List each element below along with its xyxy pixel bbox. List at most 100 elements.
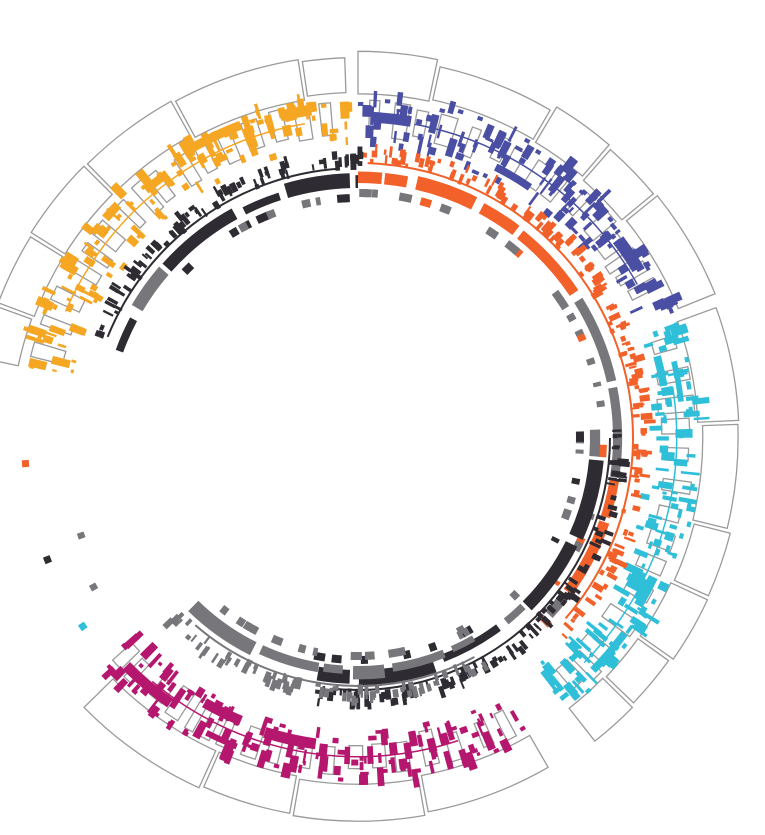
blue-tick — [617, 263, 629, 275]
dark-right-tick — [316, 698, 321, 707]
orange-inner-block — [598, 444, 607, 458]
blue-block — [373, 112, 412, 127]
cyan-dot — [658, 583, 665, 591]
dark-left-tick — [94, 329, 101, 338]
magenta-tick — [157, 661, 163, 667]
grey-bottom-tick — [434, 677, 440, 686]
magenta-tick — [333, 765, 341, 776]
cyan-tick — [672, 335, 690, 346]
dark-right-tick — [517, 645, 527, 656]
magenta-tick — [388, 759, 395, 765]
dark-left-inner-block — [315, 196, 322, 206]
dark-left-tick — [280, 173, 286, 179]
dark-right-band — [503, 603, 526, 625]
orange-tick — [534, 210, 546, 223]
cyan-tick — [647, 517, 657, 523]
grey-bottom-tick — [184, 618, 193, 627]
magenta-tick — [381, 728, 389, 739]
magenta-dot — [196, 729, 204, 736]
blue-tick — [560, 155, 579, 175]
outline-panel — [692, 423, 739, 530]
magenta-dot — [471, 748, 479, 754]
yellow-tick — [125, 234, 140, 248]
cyan-dot — [686, 521, 692, 528]
yellow-tick — [339, 101, 350, 119]
yellow-tick — [92, 296, 100, 304]
blue-tick — [606, 243, 613, 249]
magenta-tick — [318, 743, 328, 758]
yellow-tick — [70, 369, 75, 374]
scatter-mark — [21, 459, 30, 468]
grey-bottom-band — [259, 645, 320, 673]
dark-right-tick — [567, 576, 579, 586]
blue-tick — [497, 140, 512, 159]
dark-left-tick — [235, 181, 243, 189]
grey-bottom-band — [322, 663, 343, 674]
magenta-tick — [459, 725, 469, 735]
blue-dot — [384, 99, 391, 104]
grey-bottom-tick — [210, 652, 219, 664]
blue-tick — [457, 131, 466, 148]
outline-box — [145, 169, 177, 204]
yellow-tick — [211, 156, 222, 168]
dark-right-tick — [438, 685, 447, 699]
colored-tracks — [22, 90, 710, 788]
grey-bottom-tick — [281, 682, 290, 691]
orange-tick — [388, 146, 393, 158]
grey-bottom-inner-block — [270, 634, 284, 647]
cyan-tick — [549, 674, 565, 692]
magenta-tick — [297, 764, 303, 774]
orange-tick — [383, 149, 387, 155]
magenta-block — [263, 727, 317, 750]
yellow-tick — [149, 198, 156, 206]
grey-bottom-inner-block — [297, 643, 307, 654]
cyan-tick — [664, 544, 671, 554]
cyan-dot — [642, 612, 649, 619]
blue-tick — [426, 142, 432, 157]
dark-right-tick — [314, 689, 321, 695]
outline-panel — [0, 307, 33, 367]
dark-right-tick — [502, 655, 508, 662]
dark-right-tick — [594, 529, 604, 538]
magenta-tick — [359, 762, 364, 771]
outline-box — [417, 728, 441, 767]
blue-tick — [584, 188, 602, 206]
magenta-tick — [279, 723, 287, 729]
cyan-tick — [568, 635, 583, 650]
yellow-dot — [156, 171, 163, 178]
dark-right-tick — [508, 650, 517, 661]
cyan-tick — [623, 603, 639, 615]
outline-panel — [625, 194, 716, 310]
blue-dot — [644, 260, 651, 268]
magenta-tick — [146, 699, 159, 714]
cyan-tick — [617, 596, 627, 607]
dark-right-tick — [607, 476, 618, 482]
yellow-tick — [91, 226, 100, 236]
grey-bottom-tick — [184, 633, 192, 641]
cyan-tick — [574, 674, 584, 684]
dark-left-tick — [168, 230, 174, 236]
blue-tick — [642, 261, 651, 272]
outline-panel — [676, 306, 740, 423]
cyan-tick — [623, 562, 644, 578]
blue-tick — [471, 141, 479, 153]
cyan-tick — [626, 572, 644, 588]
dark-left-band — [355, 175, 358, 189]
dark-left-tick — [311, 164, 315, 171]
cyan-tick — [678, 434, 684, 439]
cyan-dot — [684, 356, 690, 363]
cyan-dot — [688, 406, 693, 413]
yellow-tick — [268, 152, 278, 162]
magenta-tick — [471, 731, 480, 739]
orange-tick — [640, 427, 648, 434]
grey-bottom-tick — [267, 681, 271, 686]
cyan-tick — [607, 617, 618, 627]
dark-left-tick — [163, 240, 170, 247]
dark-left-tick — [357, 161, 363, 166]
grey-bottom-tick — [201, 646, 211, 657]
cyan-tick — [670, 502, 679, 510]
orange-inner-block — [359, 189, 372, 198]
dark-right-tick — [605, 482, 616, 486]
yellow-tick — [79, 295, 93, 305]
grey-bottom-tick — [374, 685, 380, 694]
